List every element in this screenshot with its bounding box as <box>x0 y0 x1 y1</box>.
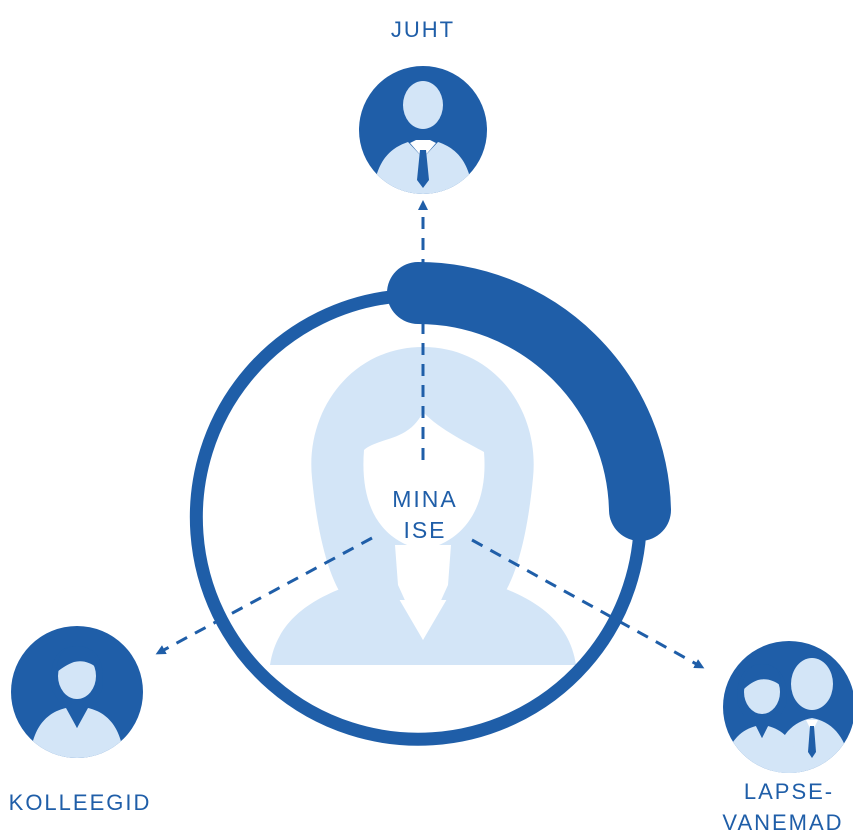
node-lapsevanemad-label-line2: VANEMAD <box>722 810 843 835</box>
arrow-to-right <box>471 538 705 669</box>
node-lapsevanemad-label-line1: LAPSE- <box>744 779 834 804</box>
node-lapsevanemad <box>723 641 853 773</box>
man-in-suit-icon <box>373 81 473 194</box>
node-juht-label: JUHT <box>391 17 455 42</box>
center-woman-face <box>363 412 485 640</box>
thick-progress-arc <box>387 262 671 541</box>
node-kolleegid <box>11 626 143 758</box>
node-kolleegid-label: KOLLEEGID <box>9 790 152 815</box>
thin-ring-arc <box>189 289 647 746</box>
center-label-line1: MINA <box>392 486 458 512</box>
node-juht <box>359 66 487 194</box>
arrow-to-left <box>155 536 373 655</box>
center-label-line2: ISE <box>403 517 446 543</box>
woman-colleague-icon <box>30 646 124 758</box>
